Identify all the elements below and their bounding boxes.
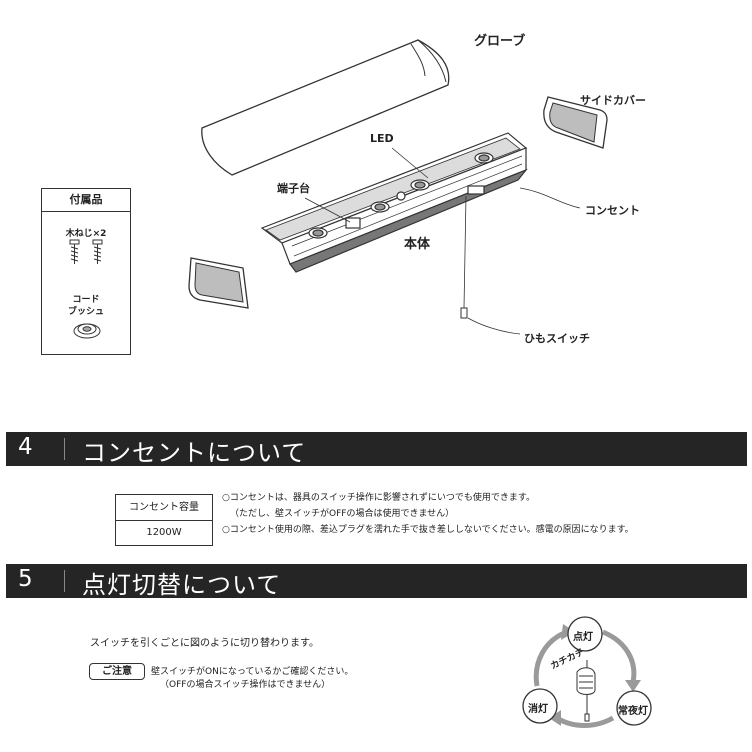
section4-divider	[64, 438, 65, 460]
outlet-capacity-value: 1200W	[146, 527, 182, 538]
label-outlet: コンセント	[585, 204, 640, 217]
outlet-capacity-header: コンセント容量	[116, 495, 212, 521]
outlet-note-1: ○コンセントは、器具のスイッチ操作に影響されずにいつでも使用できます。	[222, 493, 535, 503]
cycle-arrow-night-to-off	[555, 715, 615, 728]
accessory-bush-label-2: ブッシュ	[67, 307, 104, 317]
label-main-body: 本体	[404, 237, 431, 252]
globe-cover	[201, 39, 450, 176]
cycle-arrow-off-to-on	[533, 629, 568, 687]
label-terminal-block: 端子台	[277, 182, 310, 195]
section5-number: 5	[18, 566, 33, 592]
accessories-title: 付属品	[42, 189, 130, 212]
caution-badge: ご注意	[89, 663, 145, 680]
outlet-capacity-table: コンセント容量 1200W	[115, 494, 213, 546]
side-cover-right	[543, 96, 608, 149]
section4-header: 4 コンセントについて	[6, 432, 747, 467]
switch-intro: スイッチを引くごとに図のように切り替わります。	[90, 638, 319, 649]
pull-switch-cord	[460, 195, 468, 319]
label-globe: グローブ	[474, 34, 526, 49]
accessory-bush-label-1: コード	[72, 295, 100, 305]
label-pull-switch: ひもスイッチ	[524, 332, 590, 345]
outlet-note-3: ○コンセント使用の際、差込プラグを濡れた手で抜き差ししないでください。感電の原因…	[222, 525, 634, 535]
section5-divider	[64, 570, 65, 592]
section5-header: 5 点灯切替について	[6, 564, 747, 599]
section4-number: 4	[18, 434, 33, 460]
cord-bush-icon	[73, 323, 101, 339]
cycle-arrow-on-to-night	[601, 629, 637, 683]
main-body-chassis	[260, 132, 528, 273]
accessories-box: 付属品 木ねじ×2 コード ブッシュ	[41, 188, 131, 355]
cycle-label-night: 常夜灯	[618, 706, 648, 717]
label-led: LED	[370, 132, 394, 145]
exploded-diagram	[188, 39, 608, 335]
leader-lines	[304, 147, 581, 335]
cycle-label-on: 点灯	[573, 632, 593, 643]
switch-cycle-diagram	[522, 616, 652, 728]
section5-title: 点灯切替について	[82, 571, 282, 599]
section4-title: コンセントについて	[82, 439, 307, 467]
caution-line-1: 壁スイッチがONになっているかご確認ください。	[151, 667, 354, 677]
side-cover-left	[188, 257, 249, 309]
screw-icon	[69, 239, 103, 264]
outlet-note-2: （ただし、壁スイッチがOFFの場合は使用できません）	[230, 509, 455, 519]
caution-line-2: （OFFの場合スイッチ操作はできません）	[160, 680, 331, 690]
accessory-screws-label: 木ねじ×2	[65, 229, 107, 239]
label-side-cover: サイドカバー	[580, 94, 646, 107]
cycle-label-off: 消灯	[528, 704, 548, 715]
